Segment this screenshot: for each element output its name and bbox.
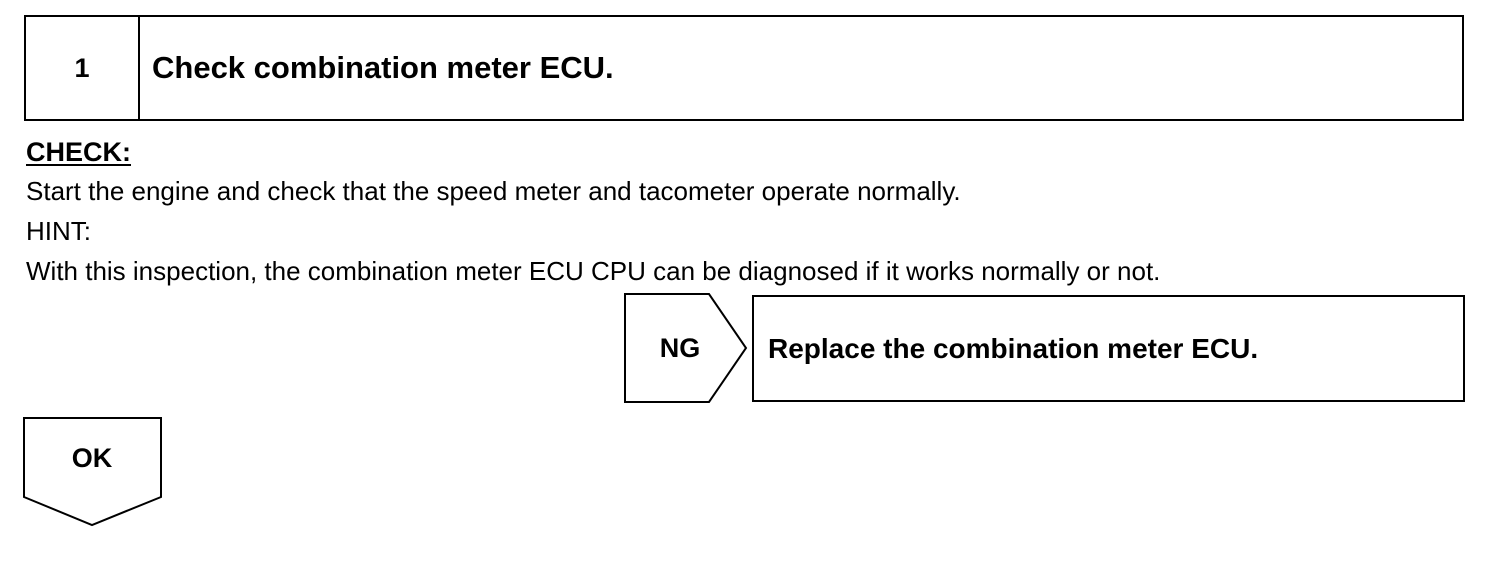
ng-arrow-shape bbox=[624, 293, 748, 403]
ok-arrow-shape bbox=[23, 417, 162, 527]
step-number: 1 bbox=[26, 17, 140, 119]
ok-label: OK bbox=[71, 442, 113, 473]
ng-action-box: Replace the combination meter ECU. bbox=[752, 295, 1465, 402]
ng-label: NG bbox=[659, 332, 701, 363]
step-header-box: 1 Check combination meter ECU. bbox=[24, 15, 1464, 121]
check-label: CHECK: bbox=[26, 137, 131, 167]
hint-label: HINT: bbox=[26, 216, 91, 246]
step-title: Check combination meter ECU. bbox=[152, 50, 614, 85]
check-instruction: Start the engine and check that the spee… bbox=[26, 176, 961, 206]
hint-text: With this inspection, the combination me… bbox=[26, 256, 1161, 286]
